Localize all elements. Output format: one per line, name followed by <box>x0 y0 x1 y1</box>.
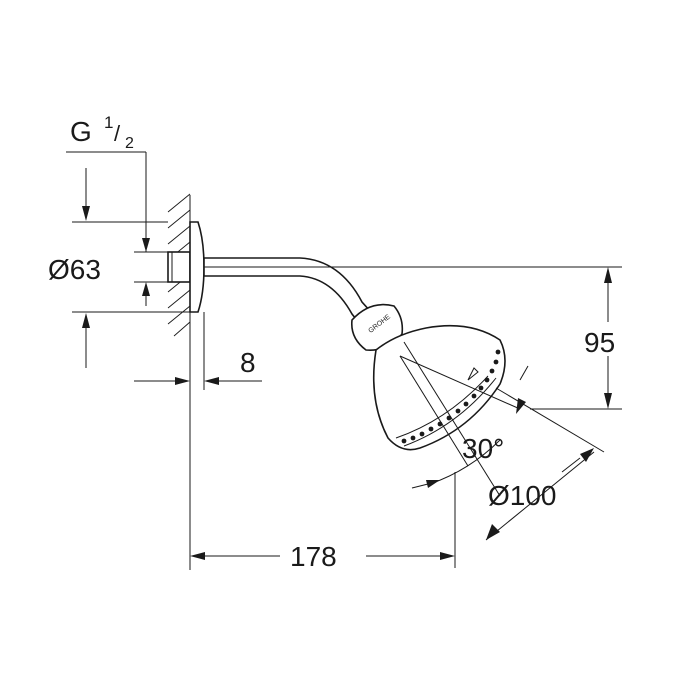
flange-diameter-label: Ø63 <box>48 254 101 285</box>
offset-label: 8 <box>240 347 256 378</box>
thread-dimension: G 1 / 2 <box>66 113 168 252</box>
wall-flange <box>167 221 205 313</box>
thread-label-g: G <box>70 116 92 147</box>
thread-connector <box>167 251 191 283</box>
length-dimension: 178 <box>190 472 456 572</box>
height-dimension: 95 <box>204 266 622 410</box>
angle-dimension: 30° <box>399 355 529 489</box>
flange-rosette <box>189 221 205 313</box>
angle-label: 30° <box>462 433 504 464</box>
height-label: 95 <box>584 327 615 358</box>
spray-nozzles <box>401 349 501 444</box>
length-label: 178 <box>290 541 337 572</box>
offset-dimension: 8 <box>134 312 262 390</box>
head-diameter-label: Ø100 <box>488 480 557 511</box>
thread-label-slash: / <box>114 121 121 146</box>
thread-label-numerator: 1 <box>104 113 113 132</box>
thread-label-denominator: 2 <box>125 135 134 152</box>
flange-diameter-dimension: Ø63 <box>48 251 190 368</box>
shower-head <box>372 324 506 451</box>
head-diameter-dimension: Ø100 <box>403 341 605 541</box>
ball-joint: GROHE <box>350 303 404 351</box>
